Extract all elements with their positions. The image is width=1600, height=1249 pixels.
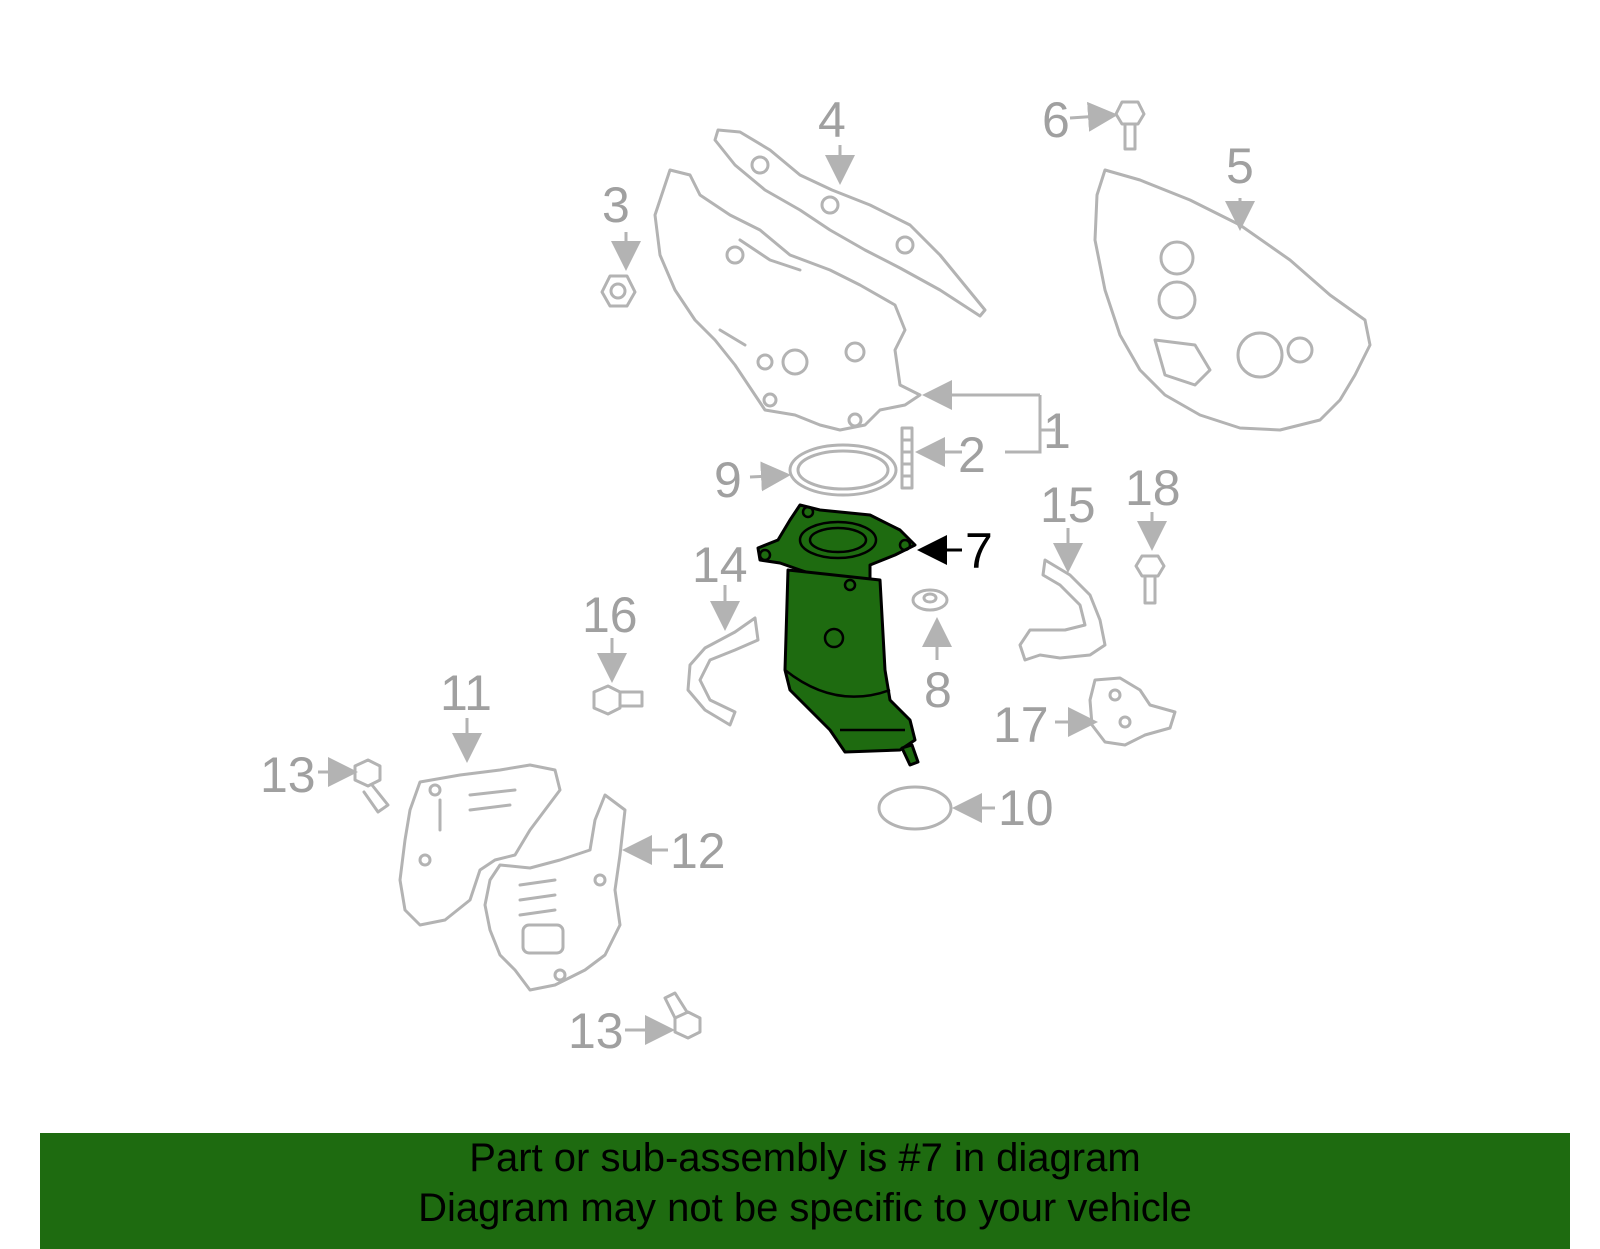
- grommet-part[interactable]: [911, 588, 949, 612]
- bracket-15-part[interactable]: [1018, 558, 1107, 662]
- bolt-part-13-lower[interactable]: [663, 991, 702, 1040]
- bolt-part-6[interactable]: [1114, 100, 1146, 151]
- banner-line-2: Diagram may not be specific to your vehi…: [418, 1186, 1192, 1230]
- bolt-part-18[interactable]: [1134, 554, 1166, 605]
- callout-4: 4: [818, 92, 846, 148]
- lower-heat-shield-part[interactable]: [398, 763, 562, 927]
- gasket-ring-9-part[interactable]: [788, 443, 898, 497]
- leader-lines: [318, 101, 1255, 1045]
- callout-labels: 1 2 3 4 5 6 7 8 9 10 11 12 13 13 14 15 1…: [260, 92, 1254, 1059]
- exhaust-manifold-part[interactable]: [653, 168, 922, 432]
- callout-14: 14: [692, 537, 748, 593]
- callout-2: 2: [958, 427, 986, 483]
- callout-5: 5: [1226, 138, 1254, 194]
- manifold-gasket-part[interactable]: [713, 128, 987, 318]
- callout-3: 3: [602, 177, 630, 233]
- callout-13-lower: 13: [568, 1003, 624, 1059]
- bolt-part-16[interactable]: [592, 684, 644, 716]
- bracket-17-part[interactable]: [1088, 676, 1177, 747]
- lower-heat-shield-12-part[interactable]: [483, 793, 627, 992]
- heat-shield-part[interactable]: [1093, 168, 1372, 432]
- gasket-ring-10-part[interactable]: [877, 785, 953, 831]
- callout-8: 8: [924, 662, 952, 718]
- bolt-part-13-upper[interactable]: [353, 758, 390, 814]
- callout-7: 7: [965, 523, 993, 579]
- callout-12: 12: [670, 823, 726, 879]
- callout-17: 17: [993, 697, 1049, 753]
- info-banner: Part or sub-assembly is #7 in diagram Di…: [40, 1133, 1570, 1249]
- callout-11: 11: [440, 665, 492, 721]
- callout-16: 16: [582, 587, 638, 643]
- callout-9: 9: [714, 452, 742, 508]
- callout-1: 1: [1043, 403, 1071, 459]
- callout-6: 6: [1042, 92, 1070, 148]
- callout-10: 10: [998, 780, 1054, 836]
- stud-part[interactable]: [900, 426, 914, 490]
- callout-13-upper: 13: [260, 747, 316, 803]
- callout-15: 15: [1040, 477, 1096, 533]
- banner-line-1: Part or sub-assembly is #7 in diagram: [469, 1136, 1141, 1180]
- bracket-14-part[interactable]: [686, 616, 760, 727]
- nut-part[interactable]: [600, 274, 637, 308]
- catalytic-converter-part[interactable]: [756, 503, 920, 767]
- callout-18: 18: [1125, 460, 1181, 516]
